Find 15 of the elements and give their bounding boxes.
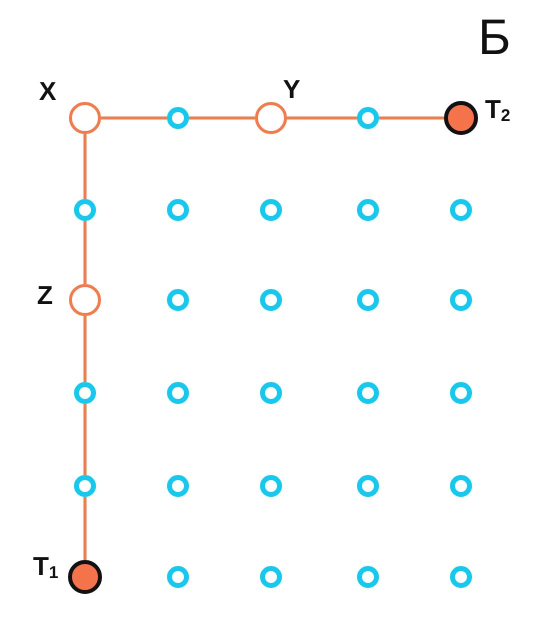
panel-letter: Б: [478, 12, 511, 62]
point-label: T$_{1}$: [33, 553, 58, 581]
path-line: [84, 497, 86, 560]
path-line: [189, 116, 255, 120]
path-line: [287, 116, 357, 120]
path-line: [101, 116, 167, 120]
point-label: T$_{2}$: [485, 96, 510, 124]
path-line: [84, 134, 86, 199]
path-line: [379, 116, 444, 120]
point-label: Y: [283, 76, 300, 102]
path-line: [84, 316, 86, 382]
path-line: [84, 404, 86, 475]
point-label: Z: [37, 282, 53, 308]
point-label: X: [39, 78, 56, 104]
path-line: [84, 221, 86, 284]
